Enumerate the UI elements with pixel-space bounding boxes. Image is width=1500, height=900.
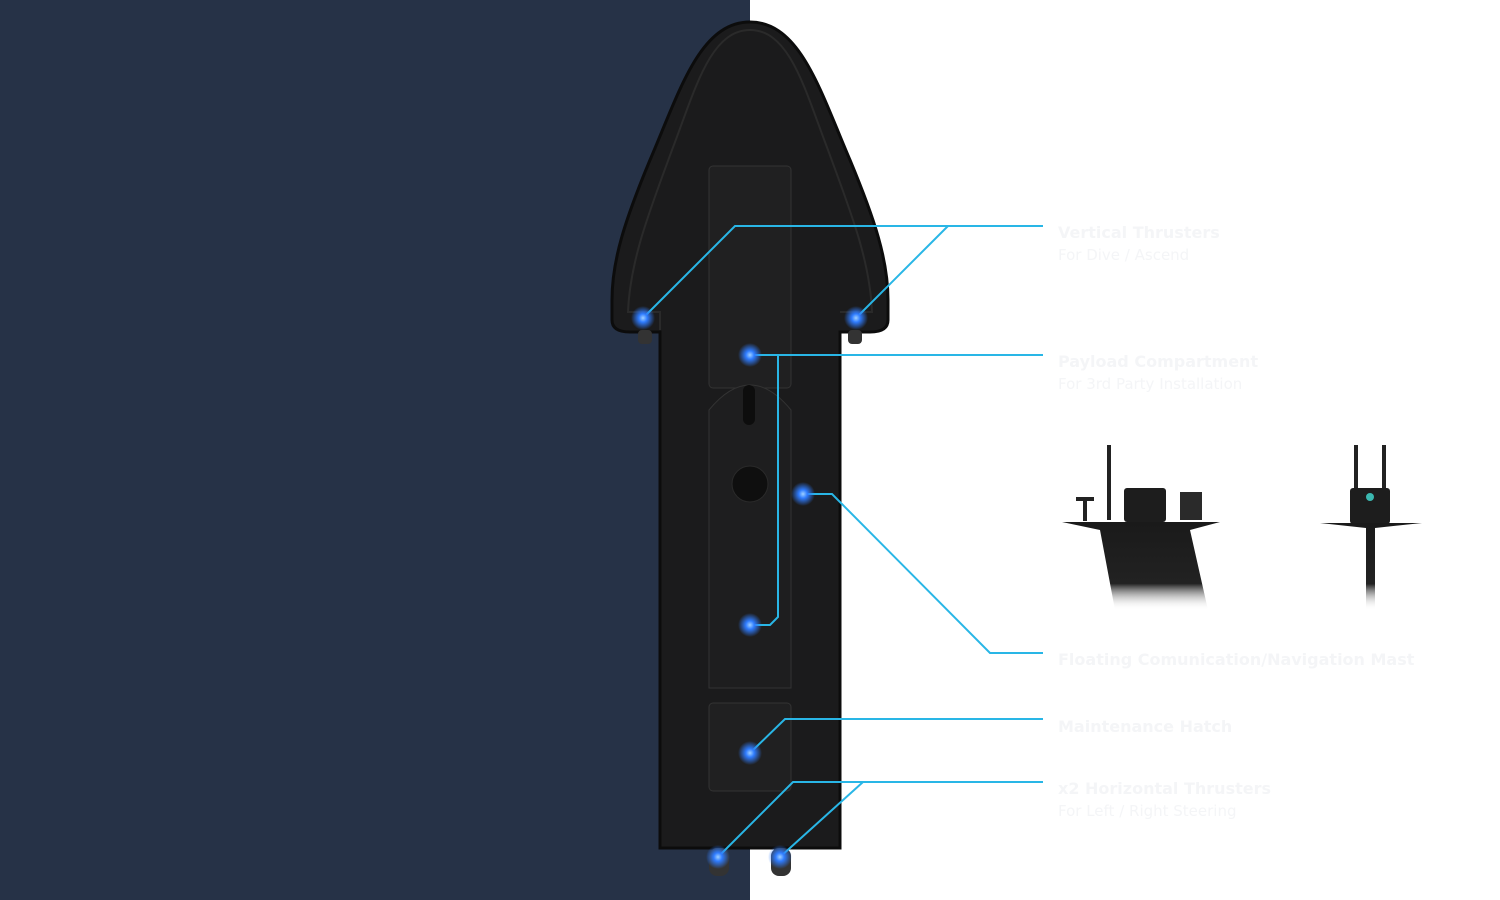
callout-title: Vertical Thrusters: [1058, 223, 1220, 242]
callout-horizontal-thrusters: x2 Horizontal Thrusters For Left / Right…: [1058, 778, 1271, 822]
vehicle-side-view: [1062, 445, 1220, 610]
callout-title: Payload Compartment: [1058, 352, 1259, 371]
vehicle-front-view: [1320, 445, 1422, 610]
hotspot-dots: [631, 306, 868, 869]
dark-background-panel: [0, 0, 750, 900]
hotspot-hatch[interactable]: [738, 741, 762, 765]
callout-subtitle: For 3rd Party Installation: [1058, 375, 1243, 393]
callout-maintenance-hatch: Maintenance Hatch: [1058, 716, 1232, 738]
hotspot-mast[interactable]: [791, 482, 815, 506]
callout-title: Floating Comunication/Navigation Mast: [1058, 650, 1415, 669]
callout-payload-compartment: Payload Compartment For 3rd Party Instal…: [1058, 351, 1258, 395]
hotspot-horizontal-thruster-left[interactable]: [706, 845, 730, 869]
hotspot-horizontal-thruster-right[interactable]: [768, 845, 792, 869]
callout-title: Maintenance Hatch: [1058, 717, 1233, 736]
callout-mast: Floating Comunication/Navigation Mast: [1058, 649, 1414, 671]
hotspot-vertical-thruster-left[interactable]: [631, 306, 655, 330]
callout-subtitle: For Left / Right Steering: [1058, 802, 1237, 820]
hotspot-vertical-thruster-right[interactable]: [844, 306, 868, 330]
hotspot-payload[interactable]: [738, 343, 762, 367]
hotspot-payload-lower[interactable]: [738, 613, 762, 637]
callout-subtitle: For Dive / Ascend: [1058, 246, 1190, 264]
callout-vertical-thrusters: Vertical Thrusters For Dive / Ascend: [1058, 222, 1220, 266]
vehicle-top-view: [610, 20, 890, 876]
callout-title: x2 Horizontal Thrusters: [1058, 779, 1271, 798]
